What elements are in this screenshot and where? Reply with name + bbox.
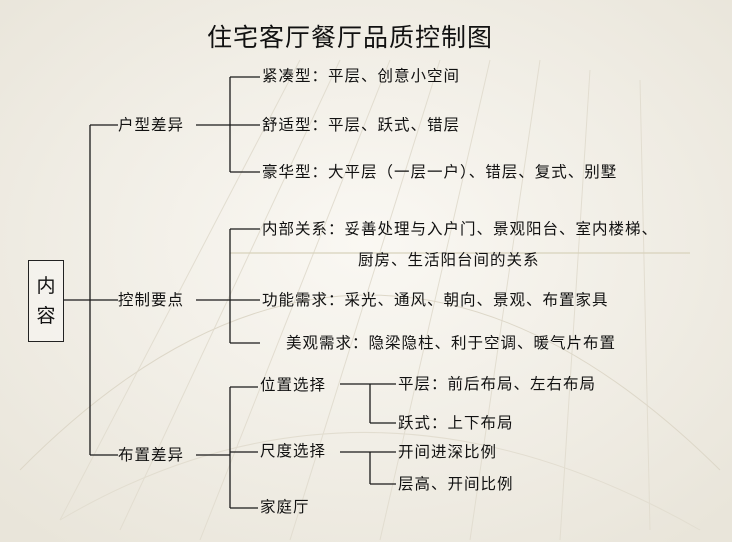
diagram-title: 住宅客厅餐厅品质控制图 — [206, 23, 493, 52]
root-label-line2: 容 — [36, 305, 56, 327]
node-luxury-type: 豪华型：大平层（一层一户）、错层、复式、别墅 — [262, 163, 618, 181]
node-bay-depth-ratio: 开间进深比例 — [398, 443, 498, 461]
node-layout-difference: 户型差异 — [118, 116, 185, 134]
node-duplex-layout: 跃式：上下布局 — [398, 414, 514, 432]
node-comfort-type: 舒适型：平层、跃式、错层 — [262, 116, 461, 134]
node-internal-relation-cont: 厨房、生活阳台间的关系 — [358, 251, 540, 269]
node-control-points: 控制要点 — [118, 291, 185, 309]
node-internal-relation: 内部关系：妥善处理与入户门、景观阳台、室内楼梯、 — [262, 220, 659, 238]
node-aesthetic-needs: 美观需求：隐梁隐柱、利于空调、暖气片布置 — [286, 334, 617, 352]
node-arrangement-difference: 布置差异 — [118, 446, 185, 464]
node-family-room: 家庭厅 — [260, 498, 310, 516]
root-node: 内 容 — [28, 260, 64, 342]
node-scale-choice: 尺度选择 — [260, 442, 327, 460]
node-function-needs: 功能需求：采光、通风、朝向、景观、布置家具 — [262, 291, 609, 309]
node-flat-layout: 平层：前后布局、左右布局 — [398, 375, 597, 393]
node-position-choice: 位置选择 — [260, 376, 327, 394]
node-compact-type: 紧凑型：平层、创意小空间 — [262, 67, 461, 85]
node-height-bay-ratio: 层高、开间比例 — [398, 475, 514, 493]
root-label-line1: 内 — [36, 275, 56, 297]
